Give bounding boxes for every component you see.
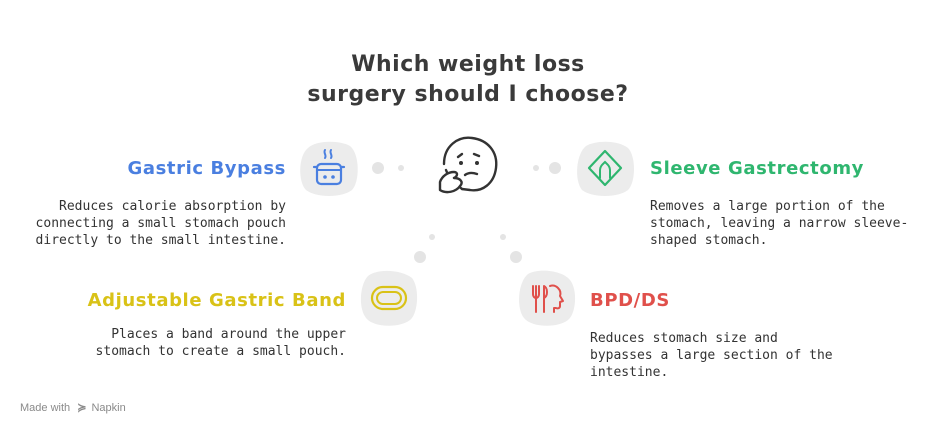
head-utensils-icon — [519, 270, 576, 326]
title-line-2: surgery should I choose? — [307, 82, 629, 107]
description-adjustable-gastric-band: Places a band around the upper stomach t… — [95, 327, 346, 359]
thinking-face-icon — [438, 136, 498, 194]
heading-adjustable-gastric-band: Adjustable Gastric Band — [87, 290, 346, 311]
connector-dot — [429, 234, 435, 240]
connector-dot — [414, 251, 426, 263]
diamond-sign-icon — [577, 141, 634, 196]
watermark: Made with ≽ Napkin — [20, 401, 126, 414]
connector-dot — [533, 165, 539, 171]
title-line-1: Which weight loss — [351, 52, 585, 77]
description-gastric-bypass: Reduces calorie absorption by connecting… — [35, 199, 286, 248]
description-bpd-ds: Reduces stomach size and bypasses a larg… — [590, 331, 833, 380]
connector-dot — [500, 234, 506, 240]
heading-gastric-bypass: Gastric Bypass — [127, 158, 286, 179]
cooking-pot-icon — [300, 141, 358, 196]
connector-dot — [372, 162, 384, 174]
watermark-brand: Napkin — [91, 402, 126, 414]
description-sleeve-gastrectomy: Removes a large portion of the stomach, … — [650, 199, 909, 248]
connector-dot — [398, 165, 404, 171]
watermark-text: Made with — [20, 402, 71, 414]
connector-dot — [510, 251, 522, 263]
heading-bpd-ds: BPD/DS — [590, 290, 670, 311]
connector-dot — [549, 162, 561, 174]
diagram-title: Which weight loss surgery should I choos… — [0, 50, 936, 110]
napkin-logo-icon: ≽ — [77, 402, 87, 414]
band-icon — [360, 270, 418, 326]
heading-sleeve-gastrectomy: Sleeve Gastrectomy — [650, 158, 865, 179]
